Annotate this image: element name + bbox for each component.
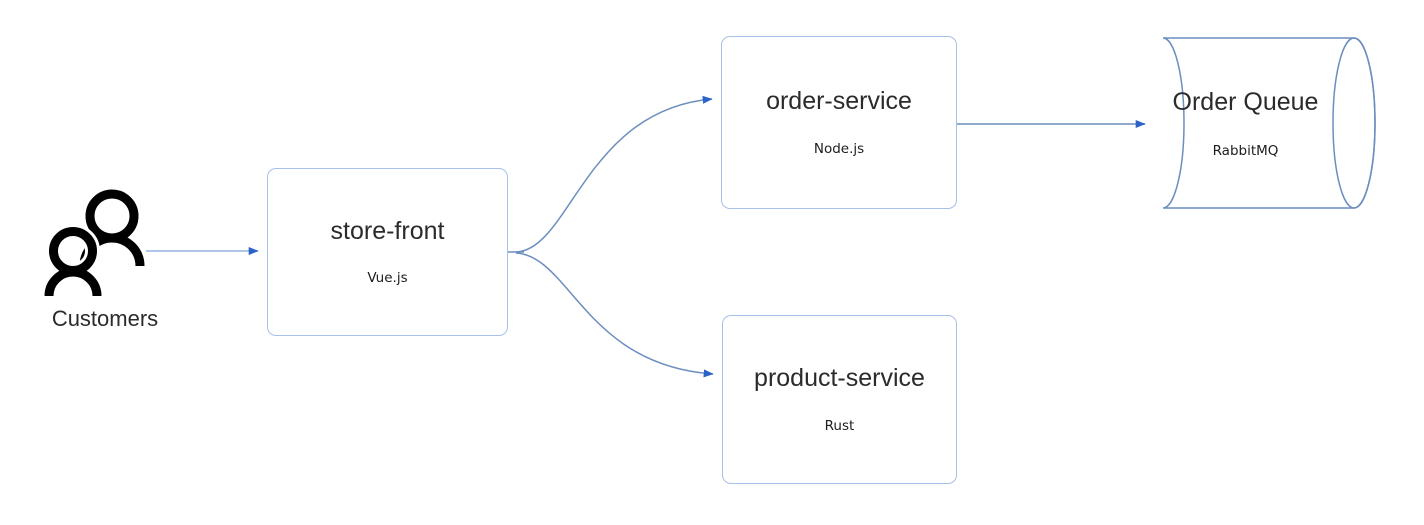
node-store-front-subtitle: Vue.js (367, 270, 408, 287)
node-order-service-title: order-service (766, 87, 912, 116)
node-product-service-title: product-service (754, 364, 925, 393)
customers-actor[interactable]: Customers (44, 188, 166, 338)
two-people-icon (44, 189, 145, 297)
cylinder-shape-icon (1162, 37, 1376, 209)
node-order-service-subtitle: Node.js (813, 140, 865, 157)
node-order-queue[interactable]: Order Queue RabbitMQ (1155, 33, 1380, 213)
node-product-service-subtitle: Rust (824, 417, 855, 434)
node-order-service[interactable]: order-service Node.js (721, 36, 957, 209)
node-store-front[interactable]: store-front Vue.js (267, 168, 508, 336)
node-product-service[interactable]: product-service Rust (722, 315, 957, 484)
node-store-front-title: store-front (330, 216, 445, 245)
customers-label: Customers (51, 306, 159, 331)
